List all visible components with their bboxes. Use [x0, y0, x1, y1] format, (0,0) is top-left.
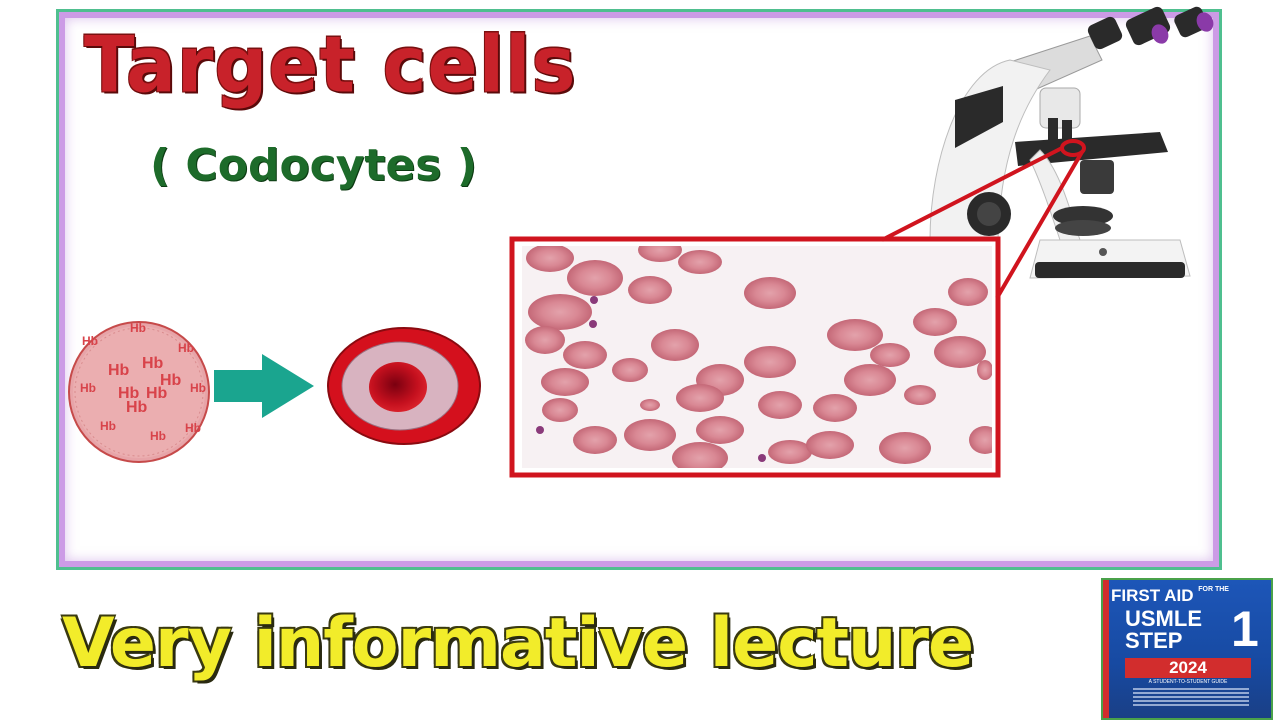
- hb-text: Hb: [126, 399, 148, 416]
- platelet: [590, 296, 598, 304]
- red-blood-cell: [640, 399, 660, 411]
- red-blood-cell: [969, 426, 992, 454]
- arrow-icon: [214, 354, 314, 418]
- red-blood-cell: [806, 431, 854, 459]
- slide-title: Target cells: [84, 19, 577, 111]
- red-blood-cell: [696, 416, 744, 444]
- red-blood-cell: [525, 326, 565, 354]
- blood-smear-cells: [525, 246, 992, 468]
- microscope-image: [929, 6, 1214, 279]
- red-blood-cell: [672, 442, 728, 468]
- first-aid-book-cover: FIRST AID FOR THE USMLE STEP 1 2024 A ST…: [1101, 578, 1273, 720]
- red-blood-cell: [676, 384, 724, 412]
- hb-text: Hb: [178, 341, 194, 355]
- red-blood-cell: [541, 368, 589, 396]
- red-blood-cell: [913, 308, 957, 336]
- red-blood-cell: [934, 336, 986, 368]
- platelet: [589, 320, 597, 328]
- hb-text: Hb: [160, 372, 182, 389]
- zoom-line-right: [995, 150, 1084, 300]
- target-cell: [327, 327, 481, 445]
- red-blood-cell: [567, 260, 623, 296]
- red-blood-cell: [870, 343, 910, 367]
- red-blood-cell: [827, 319, 883, 351]
- red-blood-cell: [612, 358, 648, 382]
- red-blood-cell: [563, 341, 607, 369]
- book-tagline: A STUDENT-TO-STUDENT GUIDE: [1148, 679, 1228, 685]
- hb-cell: [68, 321, 210, 463]
- slide-frame-border: [59, 12, 1219, 567]
- hb-text: Hb: [130, 321, 146, 335]
- platelet: [758, 454, 766, 462]
- red-blood-cell: [948, 278, 988, 306]
- hb-text: Hb: [82, 334, 98, 348]
- red-blood-cell: [904, 385, 936, 405]
- red-blood-cell: [768, 440, 812, 464]
- hb-text: Hb: [190, 381, 206, 395]
- zoom-box: [509, 236, 1001, 478]
- red-blood-cell: [542, 398, 578, 422]
- red-blood-cell: [879, 432, 931, 464]
- red-blood-cell: [744, 346, 796, 378]
- red-blood-cell: [744, 277, 796, 309]
- red-blood-cell: [624, 419, 676, 451]
- hb-text: Hb: [80, 381, 96, 395]
- footer-caption: Very informative lecture: [62, 604, 974, 683]
- hb-text: Hb: [142, 355, 164, 372]
- red-blood-cell: [758, 391, 802, 419]
- red-blood-cell: [528, 294, 592, 330]
- book-line2: USMLE: [1125, 606, 1202, 631]
- red-blood-cell: [526, 246, 574, 272]
- red-blood-cell: [844, 364, 896, 396]
- red-blood-cell: [678, 250, 722, 274]
- red-blood-cell: [628, 276, 672, 304]
- red-blood-cell: [573, 426, 617, 454]
- hb-text: Hb: [150, 429, 166, 443]
- book-text-lines: [1133, 686, 1249, 708]
- platelet: [536, 426, 544, 434]
- zoom-line-left: [881, 146, 1063, 242]
- hb-text: Hb: [100, 419, 116, 433]
- hb-text: Hb: [108, 362, 130, 379]
- hb-text: Hb: [146, 385, 168, 402]
- hb-text: Hb: [118, 385, 140, 402]
- book-line1: FIRST AID FOR THE: [1111, 586, 1229, 605]
- book-number: 1: [1231, 601, 1259, 657]
- red-blood-cell: [651, 329, 699, 361]
- hb-text: Hb: [185, 421, 201, 435]
- book-spine: [1103, 580, 1109, 718]
- slide-subtitle: ( Codocytes ): [150, 140, 477, 191]
- red-blood-cell: [977, 360, 992, 380]
- book-year: 2024: [1125, 658, 1251, 678]
- book-line3: STEP: [1125, 628, 1183, 653]
- red-blood-cell: [813, 394, 857, 422]
- red-blood-cell: [638, 246, 682, 262]
